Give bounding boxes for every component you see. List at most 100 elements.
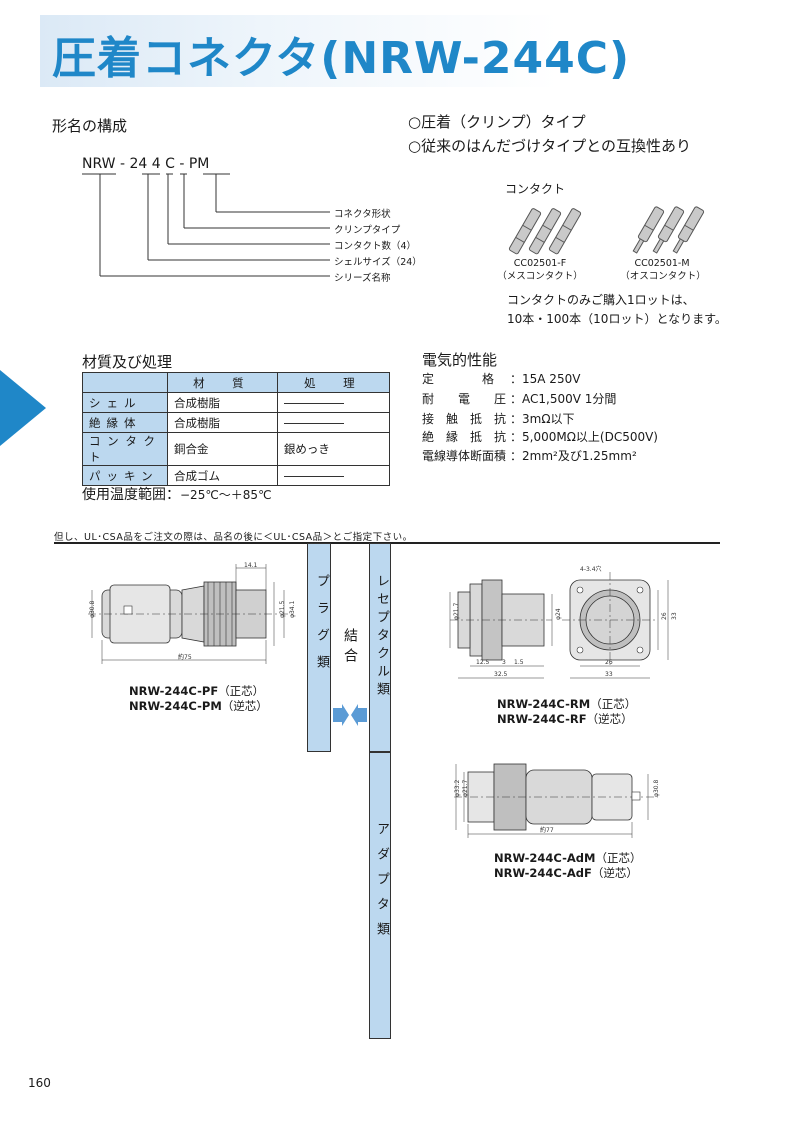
code-suffix: （逆芯）: [591, 866, 638, 880]
plug-drawing: 14.1 φ30.8 φ21.5 φ34.1 約75: [88, 562, 296, 664]
elec-label: 接 触 抵 抗: [422, 412, 507, 426]
rec-dim-d: 32.5: [494, 671, 508, 678]
rec-dim-c: 1.5: [514, 659, 524, 666]
row-part: 絶縁体: [82, 412, 168, 433]
temp-label: 使用温度範囲：: [82, 487, 180, 503]
row-material: 銅合金: [167, 432, 278, 466]
adapter-category-label: アダプタ類: [367, 822, 391, 947]
legend-contacts: コンタクト数（4）: [334, 241, 417, 252]
model-part-shape: PM: [188, 156, 210, 172]
code-suffix: （正芯）: [590, 697, 637, 711]
col-material: 材 質: [167, 372, 278, 393]
plug-category-label: プラグ類: [307, 574, 331, 682]
temp-value: −25℃～＋85℃: [180, 488, 272, 502]
elec-value: ：5,000MΩ以上(DC500V): [510, 430, 658, 444]
row-part: パッキン: [82, 465, 168, 486]
female-contact-code: CC02501-F: [513, 258, 567, 269]
male-contact-name: （オスコンタクト）: [620, 271, 706, 282]
dash: [283, 475, 344, 477]
elec-value-text: 3mΩ以下: [522, 412, 575, 426]
feature-crimp: ○圧着（クリンプ）タイプ: [408, 113, 586, 131]
rec-dim-e: 26: [661, 612, 668, 620]
mate-label: 結合: [340, 628, 358, 668]
code-suffix: （逆芯）: [586, 712, 633, 726]
rec-dim-f: 33: [671, 612, 678, 620]
elec-value-text: 5,000MΩ以上(DC500V): [522, 430, 658, 444]
rec-dim-g: 26: [605, 659, 613, 666]
plug-category-bar: [307, 543, 331, 752]
plug-label-text: プラグ類: [314, 574, 329, 682]
col-treatment: 処 理: [276, 372, 391, 393]
code-text: NRW-244C-RF: [497, 712, 587, 726]
elec-label: 絶 縁 抵 抗: [422, 430, 507, 444]
electrical-heading: 電気的性能: [422, 351, 498, 369]
rec-dim-h: 33: [605, 671, 613, 678]
dash: [283, 402, 344, 404]
receptacle-drawing: 4-3.4穴 φ21.7 φ24 12.5 3 1.5 32.5 26 33 2…: [449, 565, 678, 679]
elec-value-text: 2mm²及び1.25mm²: [522, 449, 637, 463]
adapter-label-text: アダプタ類: [374, 822, 389, 947]
row-material: 合成樹脂: [167, 392, 278, 413]
contact-heading: コンタクト: [505, 182, 566, 196]
page-title: 圧着コネクタ(NRW-244C): [52, 33, 631, 84]
code-suffix: （逆芯）: [221, 699, 268, 713]
materials-corner: [82, 372, 168, 393]
model-code: NRW - 24 4 C - PM: [82, 156, 209, 172]
model-part-sep: -: [119, 156, 125, 172]
elec-value: ：AC1,500V 1分間: [510, 392, 617, 406]
model-part-crimp: C: [165, 156, 175, 172]
table-row: パッキン 合成ゴム: [82, 465, 391, 486]
legend-crimp: クリンプタイプ: [334, 225, 401, 236]
page-number: 160: [28, 1076, 51, 1090]
legend-shell: シェルサイズ（24）: [334, 257, 422, 268]
code-suffix: （正芯）: [218, 684, 265, 698]
code-text: NRW-244C-AdM: [494, 851, 596, 865]
title-band: [40, 15, 780, 87]
table-row: シェル 合成樹脂: [82, 392, 391, 413]
rec-code-rf: NRW-244C-RF（逆芯）: [497, 711, 633, 727]
model-part-sep: -: [179, 156, 185, 172]
row-part: コンタクト: [82, 432, 168, 466]
ad-dim-b: φ21.7: [462, 780, 469, 798]
rec-dim-b: 3: [502, 659, 506, 666]
feature-compat: ○従来のはんだづけタイプとの互換性あり: [408, 137, 691, 155]
plug-dim-inner: φ21.5: [279, 601, 286, 619]
dash: [283, 422, 344, 424]
ad-dim-a: φ33.2: [454, 780, 461, 798]
legend-series: シリーズ名称: [334, 273, 391, 284]
elec-label: 定 格: [422, 372, 495, 386]
materials-table: 材 質 処 理 シェル 合成樹脂 絶縁体 合成樹脂 コンタクト 銅合金 銀めっき…: [82, 372, 391, 486]
plug-dim-width: 14.1: [244, 562, 258, 569]
plug-code-pf: NRW-244C-PF（正芯）: [129, 683, 264, 699]
mate-label-text: 結合: [342, 628, 358, 668]
legend-shape: コネクタ形状: [334, 209, 391, 220]
code-text: NRW-244C-PF: [129, 684, 219, 698]
receptacle-label-text: レセプタクル類: [374, 574, 389, 700]
mate-arrows: [333, 704, 367, 726]
plug-code-pm: NRW-244C-PM（逆芯）: [129, 698, 268, 714]
adapter-drawing: φ33.2 φ21.7 φ30.8 約77: [454, 763, 660, 838]
row-treatment: [276, 392, 391, 413]
rec-dim-phi-a: φ21.7: [453, 603, 460, 621]
rec-dim-phi-b: φ24: [555, 608, 562, 620]
row-treatment: [276, 465, 391, 486]
adapter-category-bar: [369, 752, 391, 1039]
elec-value: ：15A 250V: [510, 372, 581, 386]
row-treatment: 銀めっき: [276, 432, 391, 466]
plug-dim-body: φ30.8: [89, 601, 96, 619]
code-text: NRW-244C-PM: [129, 699, 222, 713]
contact-note-1: コンタクトのみご購入1ロットは、: [507, 293, 695, 307]
code-text: NRW-244C-AdF: [494, 866, 592, 880]
side-tab-marker: [0, 370, 46, 446]
plug-dim-length: 約75: [178, 653, 192, 661]
model-legend-lines: [82, 173, 330, 277]
row-treatment: [276, 412, 391, 433]
ad-code-adf: NRW-244C-AdF（逆芯）: [494, 865, 638, 881]
table-row: コンタクト 銅合金 銀めっき: [82, 432, 391, 466]
ad-dim-length: 約77: [540, 826, 554, 834]
rec-code-rm: NRW-244C-RM（正芯）: [497, 696, 636, 712]
model-part-contacts: 4: [151, 156, 161, 172]
elec-value: ：3mΩ以下: [510, 412, 575, 426]
row-part: シェル: [82, 392, 168, 413]
ul-csa-note: 但し、UL･CSA品をご注文の際は、品名の後に＜UL･CSA品＞とご指定下さい。: [54, 532, 413, 543]
